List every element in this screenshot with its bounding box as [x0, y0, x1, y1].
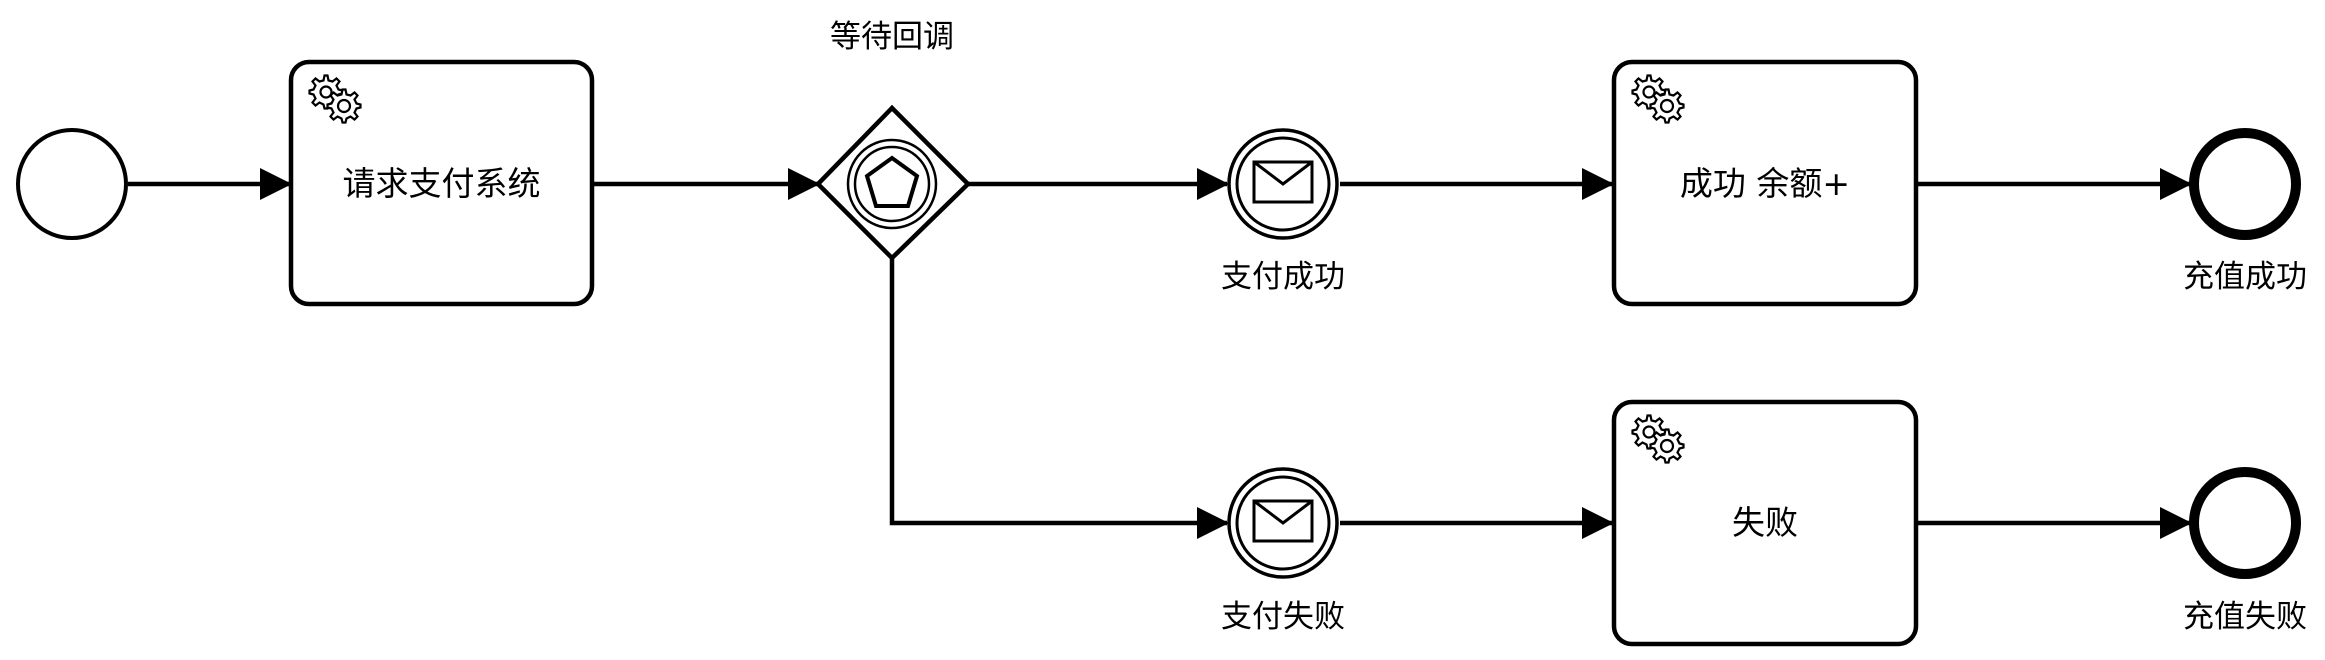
task-request-label: 请求支付系统 — [343, 164, 541, 203]
message-catch-event-fail[interactable]: 支付失败 — [1221, 467, 1345, 635]
pentagon-icon — [864, 155, 920, 208]
start-event[interactable] — [16, 128, 128, 240]
task-success-balance[interactable]: 成功 余额+ — [1611, 59, 1919, 307]
task-request-payment[interactable]: 请求支付系统 — [288, 59, 595, 307]
envelope-icon — [1252, 160, 1314, 204]
sequence-flows — [128, 168, 2192, 539]
pay-success-label: 支付成功 — [1221, 259, 1345, 295]
task-fail[interactable]: 失败 — [1611, 399, 1919, 647]
gateway-label: 等待回调 — [830, 19, 954, 55]
end-event-fail[interactable]: 充值失败 — [2183, 467, 2307, 635]
envelope-icon — [1252, 499, 1314, 543]
flow-gateway-to-pay-fail[interactable] — [889, 258, 1229, 539]
task-fail-label: 失败 — [1732, 503, 1798, 542]
task-success-label: 成功 余额+ — [1680, 164, 1850, 203]
end-success-label: 充值成功 — [2183, 259, 2307, 295]
end-fail-label: 充值失败 — [2183, 599, 2307, 635]
event-based-gateway[interactable]: 等待回调 — [814, 19, 972, 262]
end-event-success[interactable]: 充值成功 — [2183, 128, 2307, 295]
pay-fail-label: 支付失败 — [1221, 599, 1345, 635]
message-catch-event-success[interactable]: 支付成功 — [1221, 128, 1345, 295]
